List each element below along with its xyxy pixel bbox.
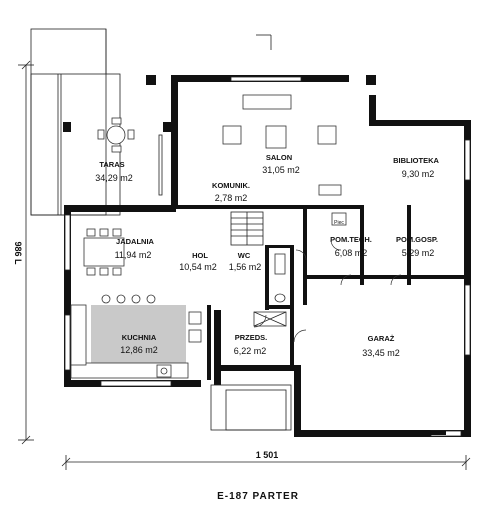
room-name-komunik: KOMUNIK. [212,181,250,190]
room-name-hol: HOL [192,251,208,260]
dimension-lines [18,60,471,470]
dimension-height: 986 L [13,241,23,265]
room-area-taras: 34,29 m2 [95,173,133,183]
boiler [331,212,347,226]
room-area-wc: 1,56 m2 [229,262,262,272]
plan-title: E-187 PARTER [217,491,299,502]
room-name-pom-tech: POM.TECH. [330,235,372,244]
room-area-garaz: 33,45 m2 [362,348,400,358]
room-area-przedsionek: 6,22 m2 [234,346,267,356]
room-area-komunik: 2,78 m2 [215,193,248,203]
room-name-taras: TARAS [99,160,124,169]
room-area-biblioteka: 9,30 m2 [402,169,435,179]
boiler-label: Piec [334,220,344,226]
dimension-width: 1 501 [256,450,279,460]
terrace-furniture [97,117,135,153]
room-name-wc: WC [238,251,251,260]
room-name-jadalnia: JADALNIA [116,237,155,246]
entrance-porch [210,384,292,431]
room-area-jadalnia: 11,94 m2 [115,250,152,260]
room-area-pom-gosp: 5,29 m2 [402,248,435,258]
kitchen-zone [70,294,202,379]
room-labels: TARAS 34,29 m2 SALON 31,05 m2 BIBLIOTEKA… [95,153,439,358]
room-area-salon: 31,05 m2 [262,165,300,175]
room-area-pom-tech: 6,08 m2 [335,248,368,258]
staircase [230,211,264,246]
room-name-garaz: GARAŻ [368,334,395,343]
room-name-salon: SALON [266,153,292,162]
salon-furniture [222,94,342,196]
room-name-kuchnia: KUCHNIA [122,333,157,342]
doors [253,239,402,343]
room-name-przedsionek: PRZEDS. [235,333,268,342]
wc-fixtures [274,253,286,303]
room-area-hol: 10,54 m2 [179,262,217,272]
garage-door [301,431,446,435]
dining-table [83,228,125,276]
room-name-pom-gosp: POM.GOSP. [396,235,438,244]
entrance-wardrobe [253,311,287,327]
room-name-biblioteka: BIBLIOTEKA [393,156,439,165]
room-area-kuchnia: 12,86 m2 [120,345,158,355]
